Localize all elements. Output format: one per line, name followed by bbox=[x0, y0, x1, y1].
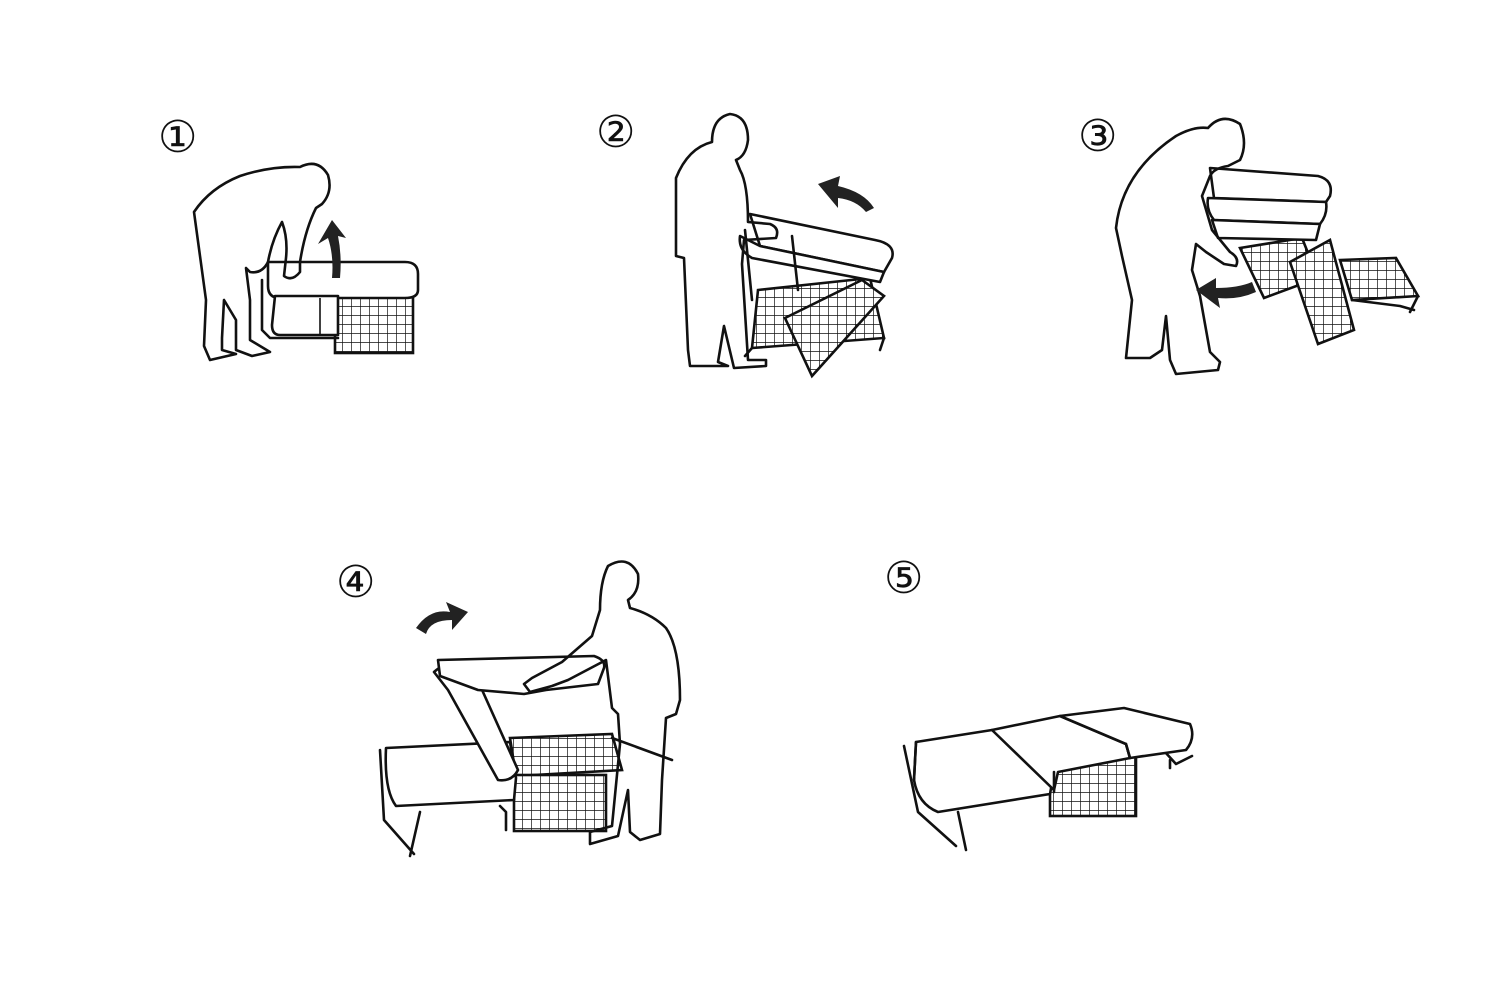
step-2-number: ② bbox=[596, 107, 635, 158]
step-3-number: ③ bbox=[1078, 111, 1117, 162]
step-3-person bbox=[1114, 117, 1246, 376]
step-3-arrow-left-icon bbox=[1196, 278, 1256, 308]
step-1-person bbox=[192, 162, 331, 362]
step-1-ottoman bbox=[260, 260, 420, 355]
step-5-number: ⑤ bbox=[884, 553, 923, 604]
step-1-number: ① bbox=[158, 112, 197, 163]
step-4-person bbox=[522, 560, 682, 846]
step-5: ⑤ bbox=[884, 553, 1194, 852]
step-2-arrow-left-icon bbox=[818, 176, 874, 212]
step-4-arrow-right-icon bbox=[416, 602, 468, 634]
step-4: ④ bbox=[336, 557, 682, 858]
step-1: ① bbox=[158, 112, 420, 362]
step-4-number: ④ bbox=[336, 557, 375, 608]
step-2-person bbox=[674, 112, 779, 370]
step-2: ② bbox=[596, 107, 894, 379]
step-1-arrow-up-icon bbox=[318, 220, 346, 278]
step-3: ③ bbox=[1078, 111, 1421, 376]
step-5-cushion-3 bbox=[1058, 706, 1194, 760]
